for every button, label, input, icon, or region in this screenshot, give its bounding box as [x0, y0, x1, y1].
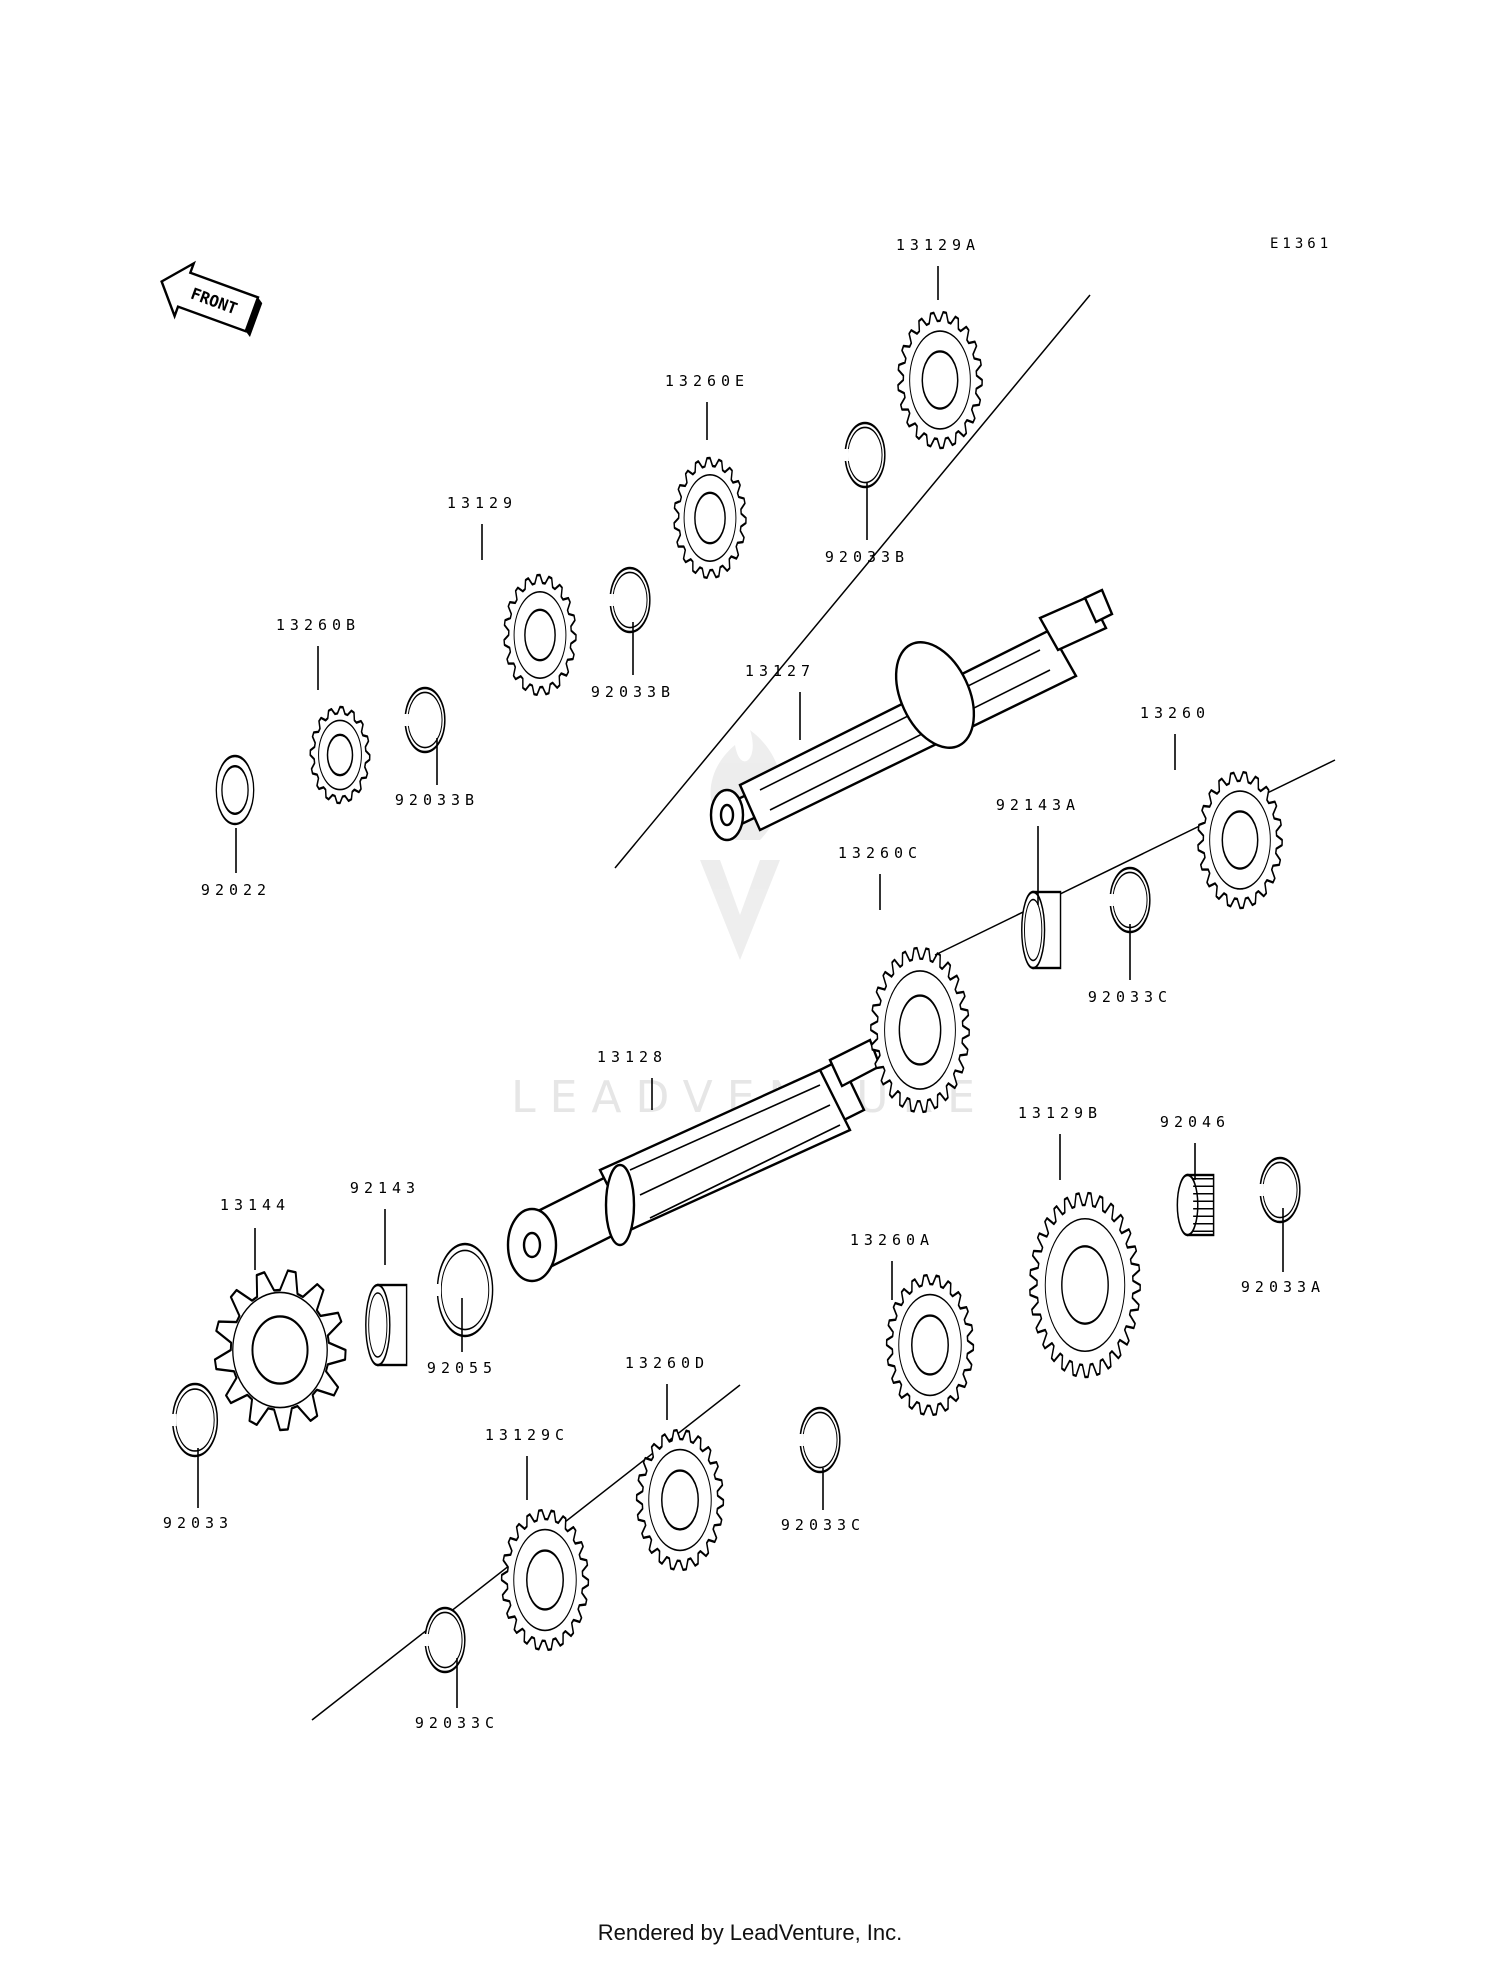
part-number-92143[interactable]: 92143	[350, 1179, 420, 1197]
part-circlip-92033b[interactable]	[607, 566, 651, 634]
part-circlip-92033a[interactable]	[1257, 1156, 1301, 1224]
part-gear-13129a[interactable]	[897, 311, 983, 450]
part-number-13129a[interactable]: 13129A	[896, 236, 980, 254]
part-gear-13129[interactable]	[503, 573, 577, 696]
part-number-92055[interactable]: 92055	[427, 1359, 497, 1377]
part-ring-92055[interactable]	[435, 1242, 494, 1338]
part-gear-13260c[interactable]	[870, 946, 970, 1114]
part-number-92033b[interactable]: 92033B	[825, 548, 909, 566]
part-number-92033a[interactable]: 92033A	[1241, 1278, 1325, 1296]
part-bearing-92046[interactable]	[1176, 1173, 1215, 1237]
part-circlip-92033b[interactable]	[402, 686, 446, 754]
part-sprocket-13144[interactable]	[213, 1269, 347, 1432]
part-number-13144[interactable]: 13144	[220, 1196, 290, 1214]
part-number-92143a[interactable]: 92143A	[996, 796, 1080, 814]
part-number-92022[interactable]: 92022	[201, 881, 271, 899]
part-circlip-92033c[interactable]	[422, 1606, 466, 1674]
part-circlip-92033b[interactable]	[842, 421, 886, 489]
part-gear-13260a[interactable]	[885, 1274, 975, 1416]
part-number-92033b[interactable]: 92033B	[395, 791, 479, 809]
part-gear-13260[interactable]	[1197, 771, 1283, 910]
part-number-92033b[interactable]: 92033B	[591, 683, 675, 701]
part-number-13260[interactable]: 13260	[1140, 704, 1210, 722]
part-gear-13260b[interactable]	[309, 705, 371, 805]
part-gear-13129b[interactable]	[1029, 1191, 1141, 1379]
part-number-92033c[interactable]: 92033C	[415, 1714, 499, 1732]
part-number-92033c[interactable]: 92033C	[1088, 988, 1172, 1006]
part-circlip-92033c[interactable]	[797, 1406, 841, 1474]
part-number-13260c[interactable]: 13260C	[838, 844, 922, 862]
part-number-13129b[interactable]: 13129B	[1018, 1104, 1102, 1122]
part-gear-13129c[interactable]	[500, 1509, 590, 1651]
shaft-13128[interactable]	[506, 1038, 882, 1283]
part-gear-13260d[interactable]	[635, 1429, 725, 1571]
part-gear-13260e[interactable]	[673, 456, 747, 579]
part-circlip-92033[interactable]	[170, 1382, 219, 1458]
part-collar-92143a[interactable]	[1021, 890, 1062, 970]
render-credit: Rendered by LeadVenture, Inc.	[597, 1920, 903, 1945]
part-number-92033c[interactable]: 92033C	[781, 1516, 865, 1534]
part-washer-92022[interactable]	[215, 754, 255, 826]
part-number-13128[interactable]: 13128	[597, 1048, 667, 1066]
diagram-code: E1361	[1270, 236, 1332, 252]
part-number-13127[interactable]: 13127	[745, 662, 815, 680]
part-number-13260b[interactable]: 13260B	[276, 616, 360, 634]
part-number-13129c[interactable]: 13129C	[485, 1426, 569, 1444]
part-number-13129[interactable]: 13129	[447, 494, 517, 512]
part-number-13260d[interactable]: 13260D	[625, 1354, 709, 1372]
part-collar-92143[interactable]	[365, 1283, 408, 1367]
part-number-13260a[interactable]: 13260A	[850, 1231, 934, 1249]
part-number-92033[interactable]: 92033	[163, 1514, 233, 1532]
front-direction-arrow[interactable]: FRONT	[152, 255, 267, 343]
labels-layer: 13129A 13260E 13129 13260B 92022 92033B 92033B…	[163, 236, 1325, 1732]
part-number-92046[interactable]: 92046	[1160, 1113, 1230, 1131]
part-circlip-92033c[interactable]	[1107, 866, 1151, 934]
shaft-13127[interactable]	[709, 588, 1114, 842]
part-number-13260e[interactable]: 13260E	[665, 372, 749, 390]
parts-layer	[170, 311, 1301, 1674]
